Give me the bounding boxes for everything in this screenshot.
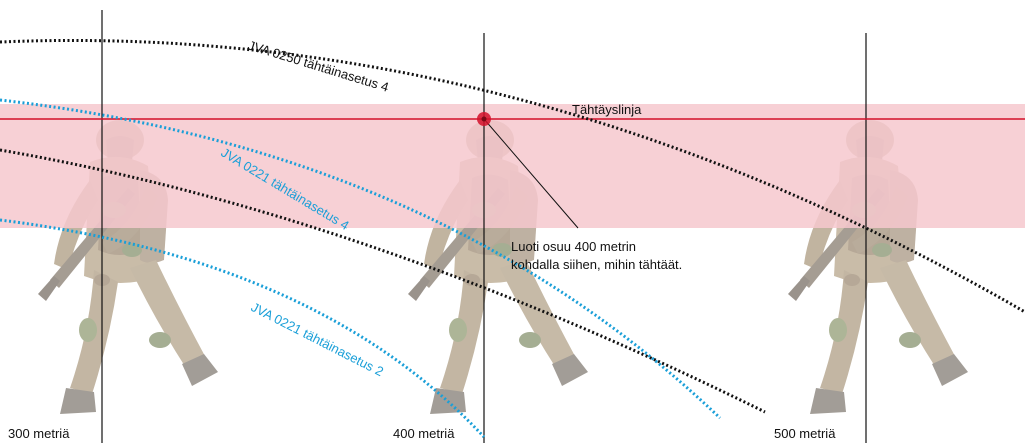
callout-line (483, 118, 579, 229)
distance-label-400: 400 metriä (393, 426, 455, 441)
trajectory-jva0221-setting2 (0, 218, 486, 439)
trajectory-jva0250-lower (0, 148, 766, 414)
aim-point-marker-icon (477, 112, 491, 126)
label-sight-line: Tähtäyslinja (572, 102, 642, 117)
note-line-2: kohdalla siihen, mihin tähtäät. (511, 257, 682, 272)
distance-label-500: 500 metriä (774, 426, 836, 441)
target-zone-band (0, 104, 1025, 228)
trajectory-jva0250-setting4 (0, 38, 1025, 314)
distance-label-300: 300 metriä (8, 426, 70, 441)
trajectory-jva0221-setting4 (0, 98, 722, 420)
note-line-1: Luoti osuu 400 metrin (511, 239, 636, 254)
